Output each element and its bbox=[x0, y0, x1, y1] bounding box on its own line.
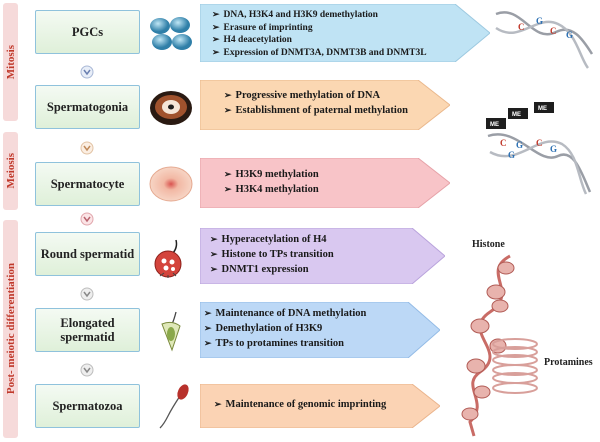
event-spermatogonia-1: Progressive methylation of DNA bbox=[224, 88, 408, 103]
down-arrow-icon bbox=[80, 212, 94, 226]
event-pgcs-4: Expression of DNMT3A, DNMT3B and DNMT3L bbox=[212, 47, 427, 60]
event-pgcs-3: H4 deacetylation bbox=[212, 34, 427, 47]
histone-label: Histone bbox=[472, 239, 505, 250]
cell-name-elongated-spermatid: Elongated spermatid bbox=[60, 315, 115, 344]
pgc-cells-icon bbox=[150, 17, 192, 50]
stage-label-meiosis: Meiosis bbox=[4, 153, 17, 189]
chromatin-histone-icon bbox=[461, 254, 515, 437]
stage-panel-mitosis: Mitosis bbox=[3, 3, 18, 121]
round-spermatid-cell-icon bbox=[154, 239, 182, 278]
event-round-spermatid-1: Hyperacetylation of H4 bbox=[210, 232, 334, 247]
down-arrow-icon bbox=[80, 141, 94, 155]
cell-box-elongated-spermatid: Elongated spermatid bbox=[35, 308, 140, 352]
stage-label-post-meiotic: Post- meiotic differentiation bbox=[4, 263, 17, 395]
event-banner-spermatogonia: Progressive methylation of DNA Establish… bbox=[200, 80, 450, 130]
protamines-label: Protamines bbox=[544, 357, 593, 368]
down-arrow-icon bbox=[80, 287, 94, 301]
methyl-tag: ME bbox=[538, 106, 547, 112]
event-spermatozoa-1: Maintenance of genomic imprinting bbox=[214, 397, 387, 412]
cell-box-pgcs: PGCs bbox=[35, 10, 140, 54]
event-elongated-spermatid-2: Demethylation of H3K9 bbox=[204, 321, 366, 336]
event-pgcs-1: DNA, H3K4 and H3K9 demethylation bbox=[212, 9, 427, 22]
event-banner-spermatozoa: Maintenance of genomic imprinting bbox=[200, 384, 440, 428]
svg-text:G: G bbox=[536, 16, 543, 26]
svg-text:G: G bbox=[550, 144, 557, 154]
svg-text:G: G bbox=[566, 30, 573, 40]
cell-name-pgcs: PGCs bbox=[71, 24, 104, 39]
down-arrow-icon bbox=[80, 65, 94, 79]
methyl-tag: ME bbox=[512, 112, 521, 118]
event-round-spermatid-2: Histone to TPs transition bbox=[210, 247, 334, 262]
spermatogonia-cell-icon bbox=[150, 91, 192, 125]
methyl-tag: ME bbox=[490, 122, 499, 128]
svg-text:G: G bbox=[516, 140, 523, 150]
svg-text:C: C bbox=[518, 22, 525, 32]
event-banner-round-spermatid: Hyperacetylation of H4 Histone to TPs tr… bbox=[200, 228, 445, 284]
svg-text:C: C bbox=[536, 138, 543, 148]
elongated-spermatid-cell-icon bbox=[161, 311, 181, 352]
stage-label-mitosis: Mitosis bbox=[4, 44, 17, 80]
stage-panel-meiosis: Meiosis bbox=[3, 132, 18, 210]
event-banner-spermatocyte: H3K9 methylation H3K4 methylation bbox=[200, 158, 450, 208]
cell-box-spermatocyte: Spermatocyte bbox=[35, 162, 140, 206]
cell-name-spermatocyte: Spermatocyte bbox=[50, 176, 125, 191]
cell-box-spermatogonia: Spermatogonia bbox=[35, 85, 140, 129]
cell-box-round-spermatid: Round spermatid bbox=[35, 232, 140, 276]
svg-text:C: C bbox=[500, 138, 507, 148]
down-arrow-icon bbox=[80, 363, 94, 377]
cell-name-round-spermatid: Round spermatid bbox=[40, 246, 135, 261]
event-elongated-spermatid-1: Maintenance of DNA methylation bbox=[204, 306, 367, 321]
svg-text:G: G bbox=[508, 150, 515, 160]
cell-name-spermatozoa: Spermatozoa bbox=[52, 398, 123, 413]
spermatozoa-cell-icon bbox=[159, 384, 189, 429]
event-banner-pgcs: DNA, H3K4 and H3K9 demethylation Erasure… bbox=[200, 4, 490, 62]
event-spermatogonia-2: Establishment of paternal methylation bbox=[224, 103, 408, 118]
svg-text:C: C bbox=[550, 26, 557, 36]
cell-name-spermatogonia: Spermatogonia bbox=[46, 99, 129, 114]
event-pgcs-2: Erasure of imprinting bbox=[212, 22, 427, 35]
stage-panel-post-meiotic: Post- meiotic differentiation bbox=[3, 220, 18, 438]
event-spermatocyte-1: H3K9 methylation bbox=[224, 167, 319, 182]
event-round-spermatid-3: DNMT1 expression bbox=[210, 262, 334, 277]
cell-box-spermatozoa: Spermatozoa bbox=[35, 384, 140, 428]
protamine-toroid-icon bbox=[492, 338, 538, 394]
event-spermatocyte-2: H3K4 methylation bbox=[224, 182, 319, 197]
spermatocyte-cell-icon bbox=[149, 166, 193, 202]
event-elongated-spermatid-3: TPs to protamines transition bbox=[204, 336, 366, 351]
event-banner-elongated-spermatid: Maintenance of DNA methylation Demethyla… bbox=[200, 302, 440, 358]
